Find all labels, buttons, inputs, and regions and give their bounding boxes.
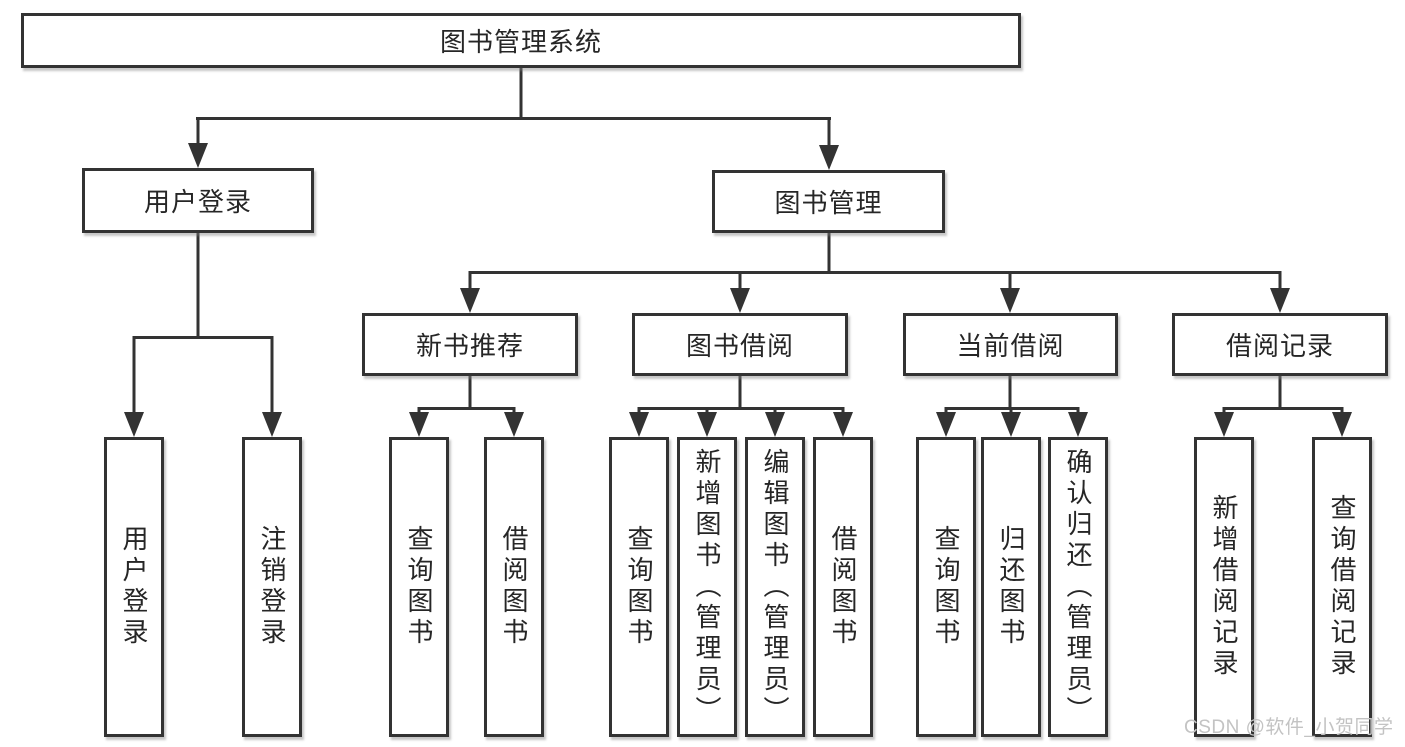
leaf-query-books-recommend-label: 查询图书 — [404, 525, 434, 649]
leaf-query-borrow-record-label: 查询借阅记录 — [1327, 494, 1357, 680]
leaf-confirm-return-admin-label: 确认归还（管理员） — [1063, 447, 1093, 727]
leaf-logout-label: 注销登录 — [257, 525, 287, 649]
node-book-management: 图书管理 — [712, 170, 945, 233]
node-new-book-recommend: 新书推荐 — [362, 313, 578, 376]
node-user-login: 用户登录 — [82, 168, 314, 233]
leaf-borrow-books-recommend-label: 借阅图书 — [499, 525, 529, 649]
leaf-borrow-books-label: 借阅图书 — [828, 525, 858, 649]
node-current-borrow: 当前借阅 — [903, 313, 1118, 376]
leaf-query-books-current-label: 查询图书 — [931, 525, 961, 649]
connector-arrowhead-icons — [124, 143, 1352, 437]
leaf-query-books-borrow-label: 查询图书 — [624, 525, 654, 649]
leaf-edit-book-admin: 编辑图书（管理员） — [745, 437, 805, 737]
leaf-confirm-return-admin: 确认归还（管理员） — [1048, 437, 1108, 737]
leaf-user-login-label: 用户登录 — [119, 525, 149, 649]
csdn-watermark: CSDN @软件_小贺同学 — [1184, 717, 1394, 738]
leaf-add-book-admin: 新增图书（管理员） — [677, 437, 737, 737]
leaf-user-login: 用户登录 — [104, 437, 164, 737]
leaf-borrow-books: 借阅图书 — [813, 437, 873, 737]
leaf-logout: 注销登录 — [242, 437, 302, 737]
leaf-query-books-borrow: 查询图书 — [609, 437, 669, 737]
leaf-add-borrow-record: 新增借阅记录 — [1194, 437, 1254, 737]
leaf-add-borrow-record-label: 新增借阅记录 — [1209, 494, 1239, 680]
node-root: 图书管理系统 — [21, 13, 1021, 68]
leaf-query-books-recommend: 查询图书 — [389, 437, 449, 737]
leaf-add-book-admin-label: 新增图书（管理员） — [692, 447, 722, 727]
node-book-borrow: 图书借阅 — [632, 313, 848, 376]
leaf-return-books: 归还图书 — [981, 437, 1041, 737]
node-borrow-records: 借阅记录 — [1172, 313, 1388, 376]
leaf-query-borrow-record: 查询借阅记录 — [1312, 437, 1372, 737]
leaf-query-books-current: 查询图书 — [916, 437, 976, 737]
leaf-edit-book-admin-label: 编辑图书（管理员） — [760, 447, 790, 727]
leaf-borrow-books-recommend: 借阅图书 — [484, 437, 544, 737]
leaf-return-books-label: 归还图书 — [996, 525, 1026, 649]
